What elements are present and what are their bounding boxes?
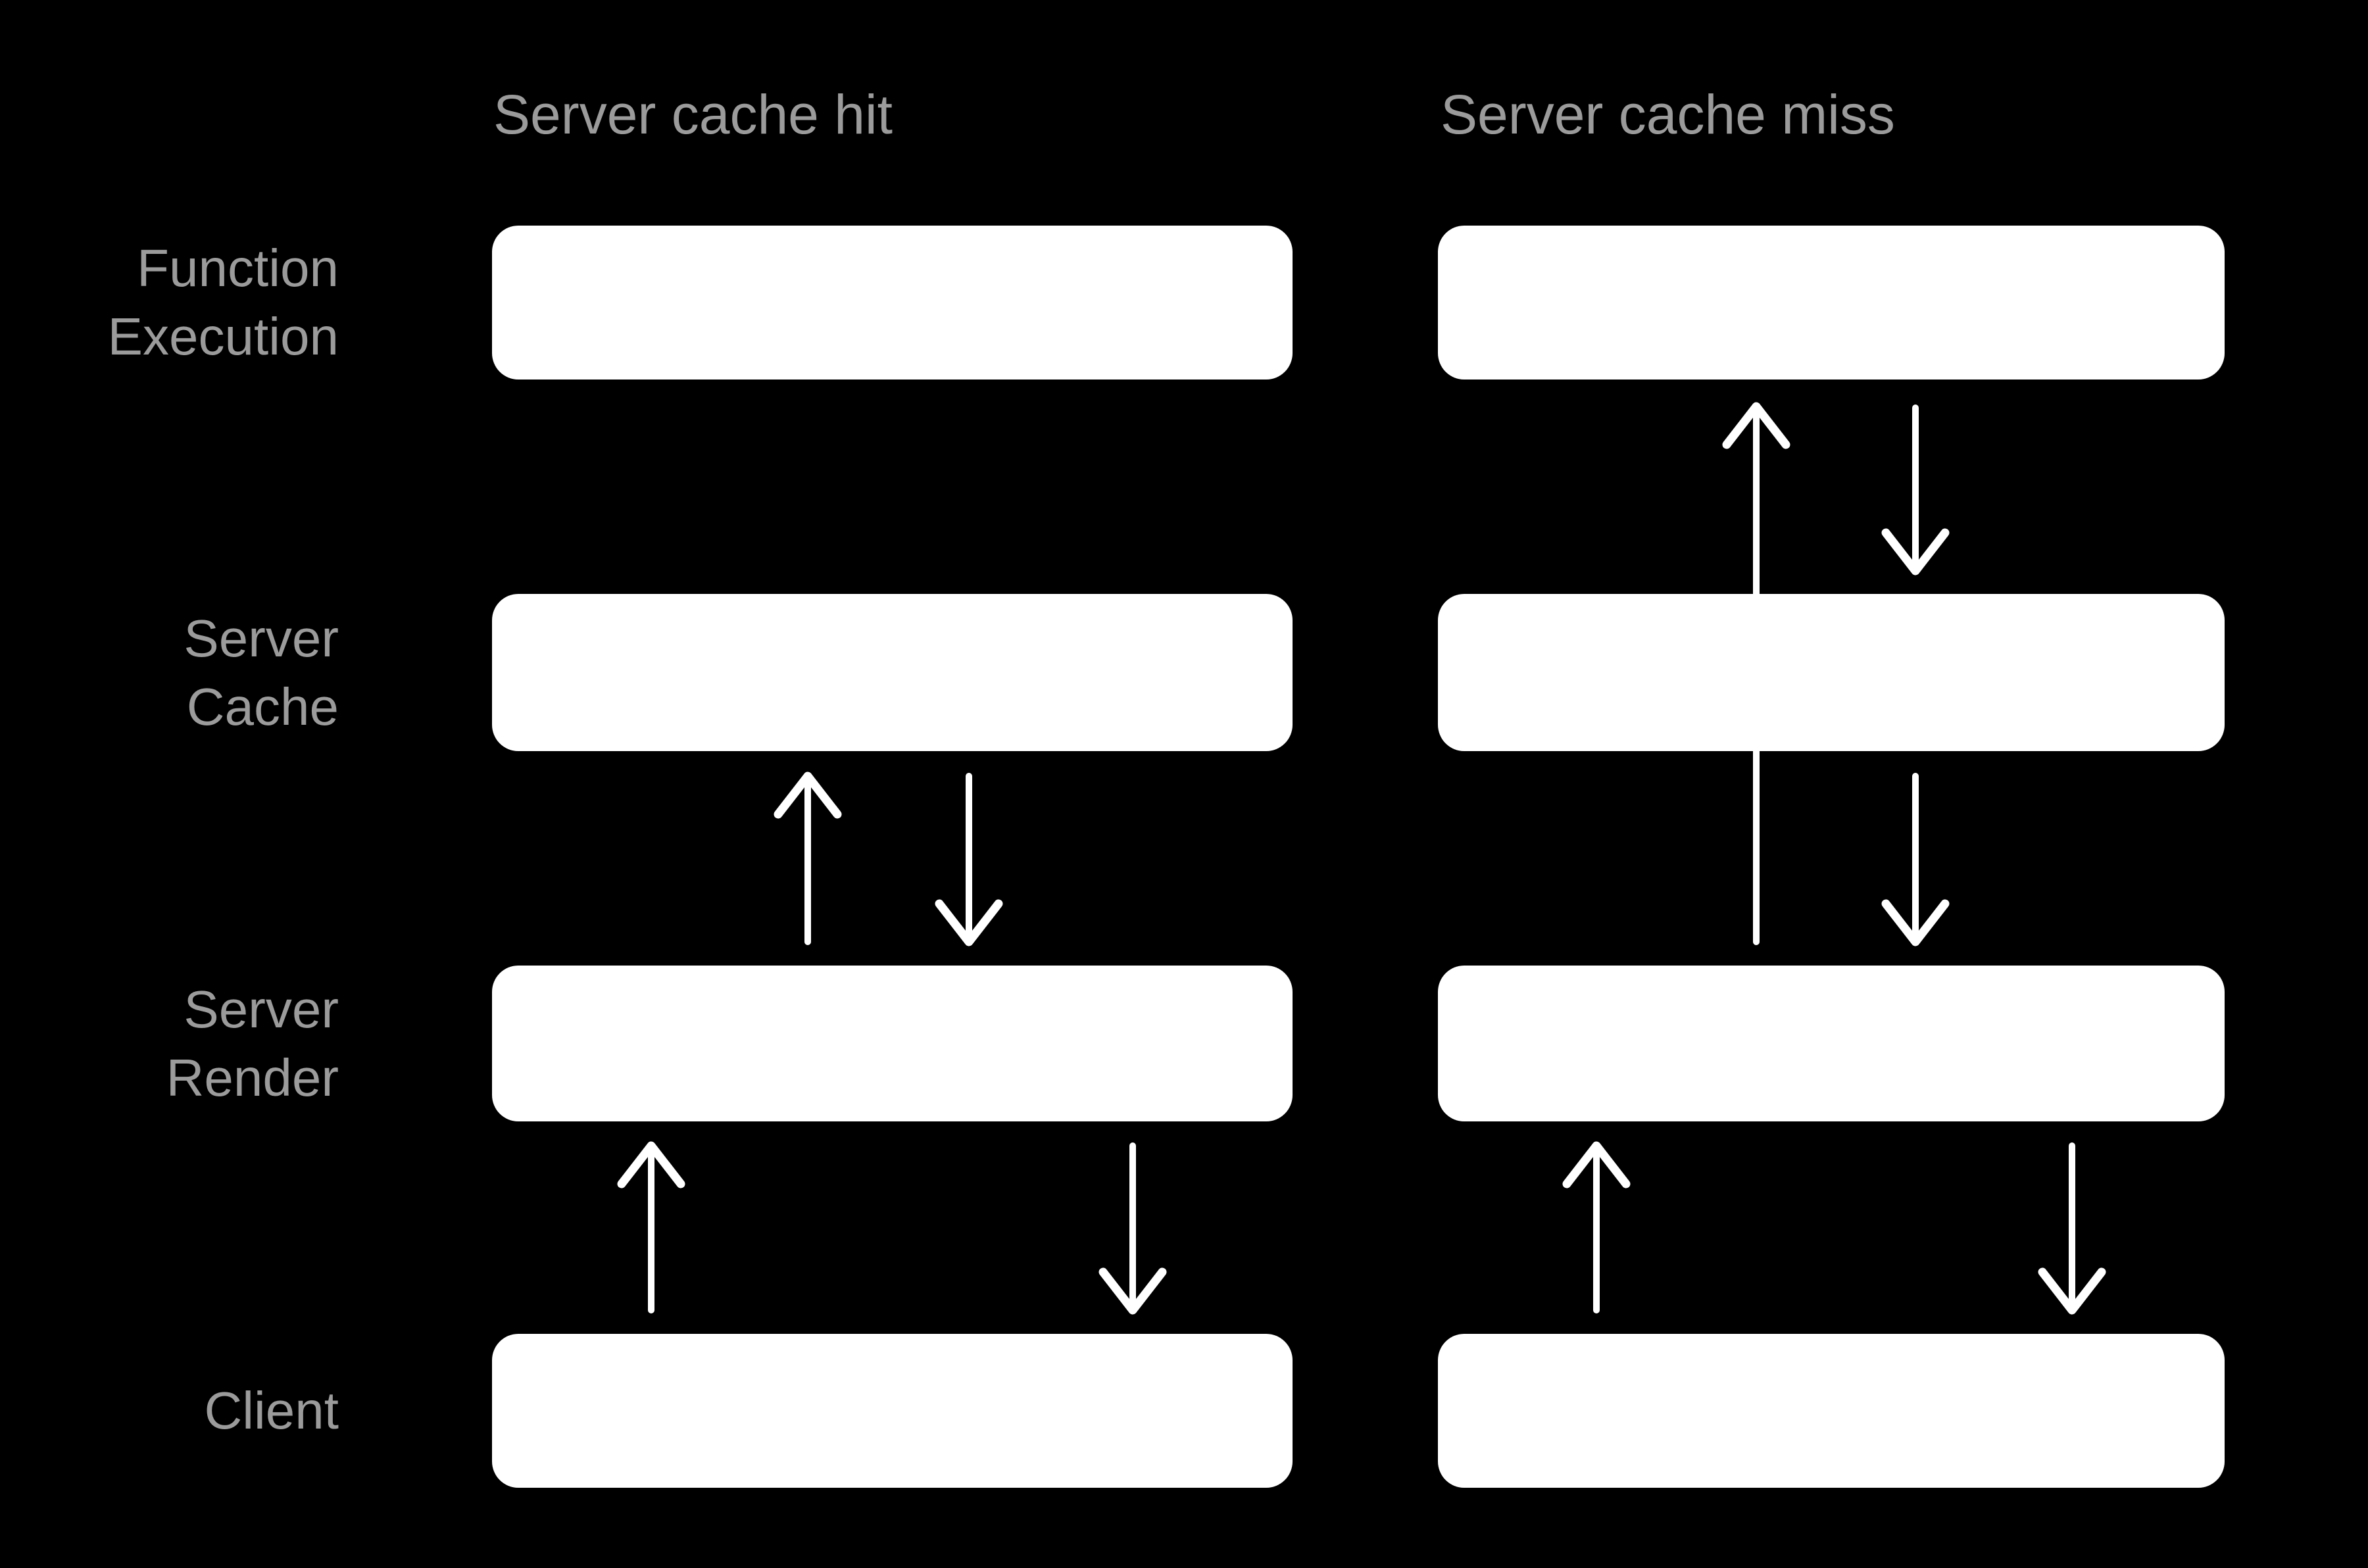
row-label-line: Function — [137, 239, 339, 297]
box-hit-client — [492, 1334, 1293, 1488]
arrow-miss-function-to-cache-down — [1881, 404, 1950, 576]
row-label-client: Client — [0, 1377, 339, 1445]
row-label-line: Execution — [107, 307, 339, 366]
arrow-miss-client-to-render-up — [1562, 1141, 1631, 1313]
arrow-hit-render-to-client-down — [1098, 1142, 1167, 1315]
arrow-hit-render-to-cache-up — [774, 772, 842, 945]
arrow-hit-cache-to-render-down — [935, 773, 1003, 946]
box-miss-function-execution — [1438, 226, 2225, 380]
arrow-miss-cache-to-render-down — [1881, 773, 1950, 946]
row-label-line: Server — [184, 980, 339, 1039]
box-miss-server-cache — [1438, 594, 2225, 751]
box-hit-server-render — [492, 966, 1293, 1121]
row-label-line: Client — [204, 1381, 339, 1440]
row-label-server-render: Server Render — [0, 975, 339, 1112]
row-label-server-cache: Server Cache — [0, 604, 339, 741]
arrow-hit-client-to-render-up — [617, 1141, 685, 1313]
box-hit-server-cache — [492, 594, 1293, 751]
column-header-server-cache-miss: Server cache miss — [1441, 84, 1895, 145]
row-label-function-execution: Function Execution — [0, 234, 339, 371]
box-miss-client — [1438, 1334, 2225, 1488]
box-hit-function-execution — [492, 226, 1293, 380]
row-label-line: Cache — [186, 677, 339, 736]
box-miss-server-render — [1438, 966, 2225, 1121]
row-label-line: Server — [184, 609, 339, 668]
row-label-line: Render — [166, 1048, 339, 1107]
column-header-server-cache-hit: Server cache hit — [493, 84, 893, 145]
arrow-miss-render-to-client-down — [2038, 1142, 2106, 1315]
